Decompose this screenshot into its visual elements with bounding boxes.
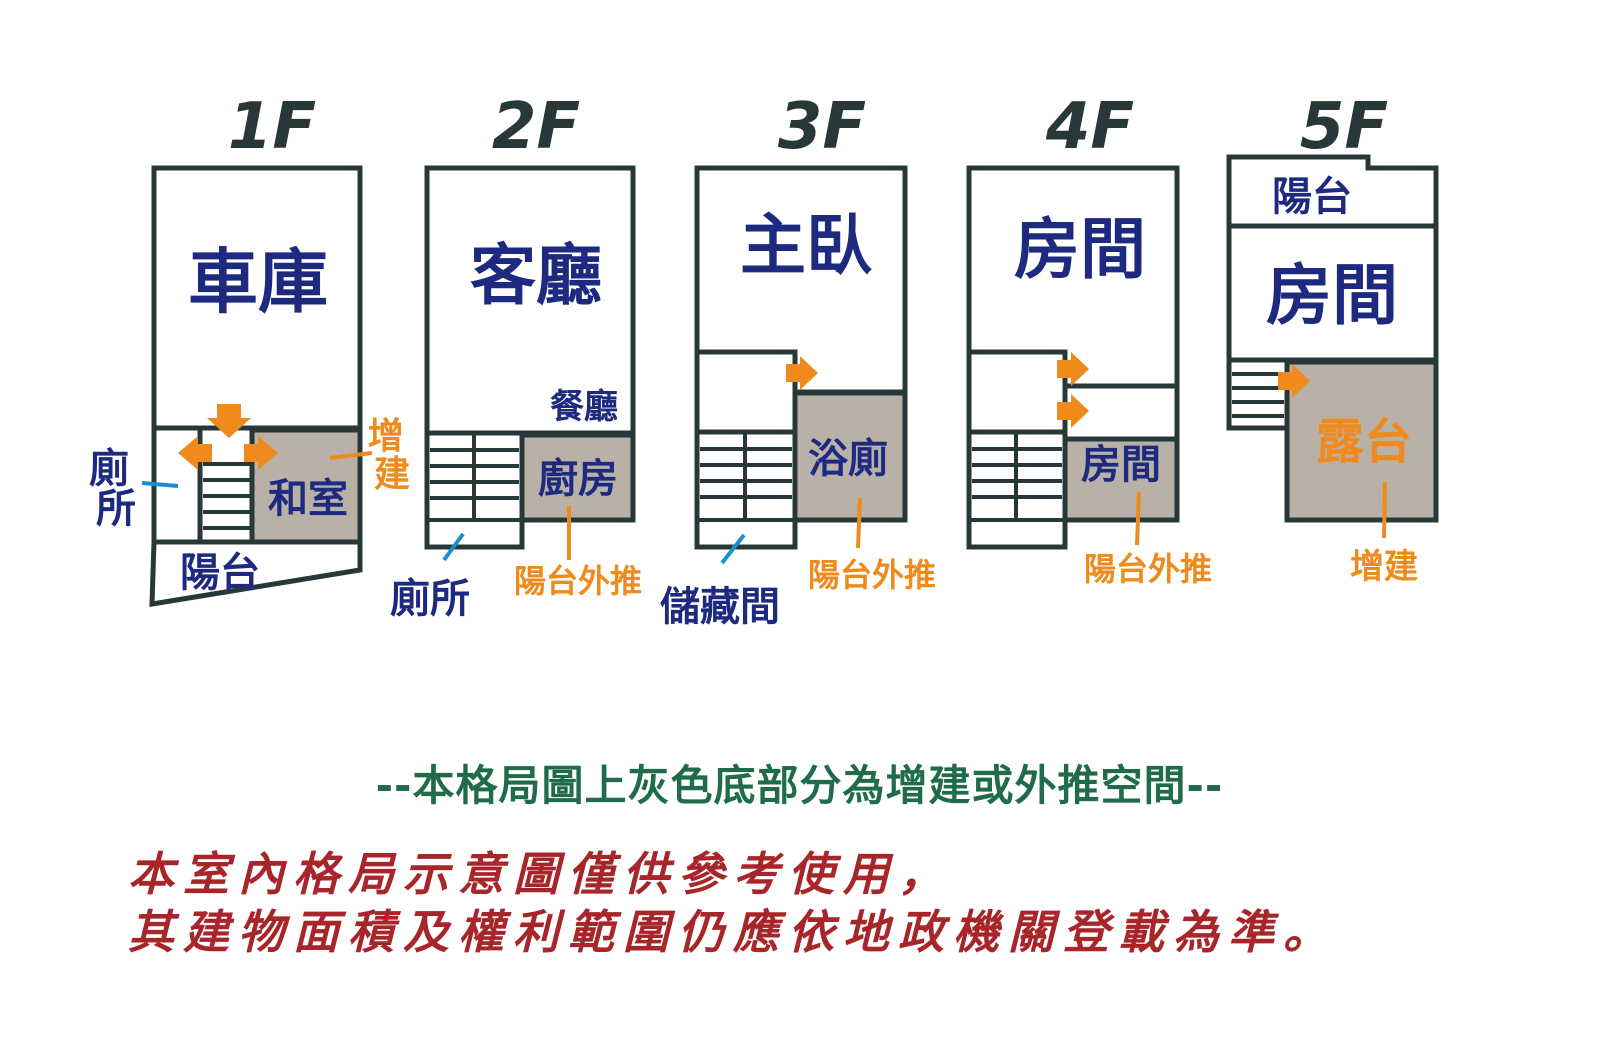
note-addition-5f: 增建 [1350, 547, 1418, 587]
floor-4f-label: 4F [1045, 90, 1134, 164]
note-addition-1f: 增 建 [368, 416, 417, 495]
floor-2f-label: 2F [492, 90, 580, 164]
terrace-addition-area [1284, 359, 1439, 523]
stairs-5f [1232, 372, 1284, 418]
extension-3f-leader [856, 497, 862, 549]
arrow-left-icon [178, 436, 212, 470]
toilet-2f-leader [442, 532, 465, 562]
note-storage: 儲藏間 [660, 584, 780, 630]
note-toilet-2f: 廁所 [390, 576, 470, 622]
arrow-down-icon [207, 404, 251, 438]
room-5f-outline [1226, 223, 1439, 363]
floor-5f: 5F 陽台 房間 露台 增建 [1226, 90, 1439, 587]
note-extension-2f: 陽台外推 [514, 562, 642, 600]
addition-1f-leader [329, 451, 373, 460]
arrow-right-icon [786, 356, 818, 390]
room-5f: 房間 [1266, 257, 1398, 334]
note-toilet-1f-text-char: 所 [96, 486, 136, 532]
toilet-1f-leader [141, 481, 179, 488]
stairs-3f [697, 432, 795, 522]
floor-1f: 1F 車庫 和室 陽台 廁 所 增 建 [89, 90, 417, 607]
note-extension-3f: 陽台外推 [808, 556, 936, 594]
floor-4f: 4F 房間 房間 陽台外推 [966, 90, 1212, 588]
room-1: 房間 [1014, 211, 1146, 288]
room-kitchen: 廚房 [538, 456, 618, 502]
note-toilet-1f: 廁 所 [89, 446, 143, 532]
note-addition-1f-text-char: 建 [374, 454, 410, 495]
note-toilet-1f-text: 廁 [89, 446, 129, 492]
addition-5f-leader [1382, 481, 1387, 539]
stairs-4f [969, 432, 1065, 522]
room-terrace: 露台 [1316, 414, 1412, 470]
room-garage: 車庫 [188, 241, 328, 323]
extension-4f-leader [1135, 491, 1141, 546]
floor-1f-label: 1F [228, 90, 316, 164]
caption: --本格局圖上灰色底部分為增建或外推空間-- [375, 761, 1224, 810]
arrow-right-icon [1057, 394, 1089, 428]
disclaimer-line-1: 本室內格局示意圖僅供參考使用， [128, 847, 953, 901]
floor-2f: 2F 客廳 餐廳 廚房 廁所 陽台外推 [390, 90, 642, 622]
arrow-right-icon [1057, 352, 1089, 386]
arrow-right-icon [1278, 364, 1310, 398]
floor-plan-diagram: 1F 車庫 和室 陽台 廁 所 增 建 2F [89, 90, 1439, 630]
floor-5f-label: 5F [1300, 90, 1388, 164]
room-washitsu: 和室 [268, 476, 348, 522]
room2-extension-area [1062, 436, 1180, 523]
storage-leader [720, 533, 746, 565]
arrow-right-icon [244, 436, 278, 470]
room-living: 客廳 [470, 237, 602, 314]
stairs-2f [427, 433, 522, 522]
stairs-1f [203, 462, 250, 530]
room-balcony-5f: 陽台 [1272, 174, 1352, 220]
room-2: 房間 [1081, 442, 1161, 488]
note-extension-4f: 陽台外推 [1084, 550, 1212, 588]
floor-3f-label: 3F [778, 90, 866, 164]
room-bath: 浴廁 [808, 436, 888, 482]
room-master: 主臥 [740, 207, 872, 284]
room-dining: 餐廳 [550, 387, 618, 427]
floor-3f: 3F 主臥 浴廁 儲藏間 陽台外推 [660, 90, 936, 630]
disclaimer-line-2: 其建物面積及權利範圍仍應依地政機關登載為準。 [128, 905, 1338, 959]
balcony-1f-outline [149, 539, 363, 607]
room-balcony-1f: 陽台 [180, 550, 260, 596]
note-addition-1f-text: 增 [368, 416, 404, 457]
